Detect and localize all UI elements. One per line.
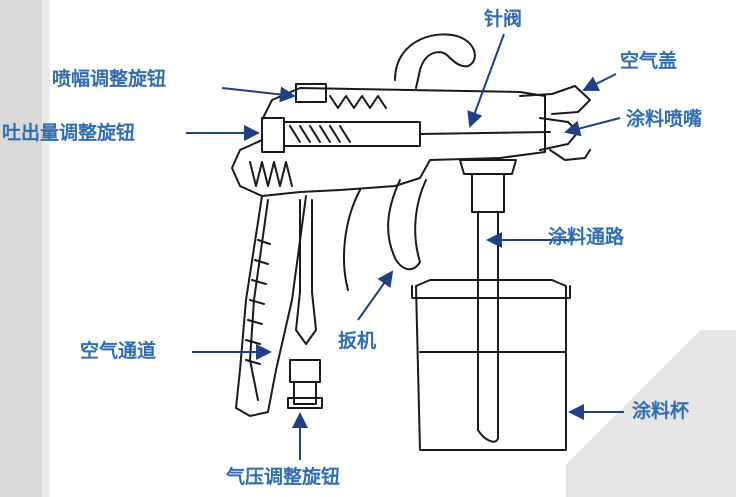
label-output-knob: 吐出量调整旋钮 xyxy=(2,122,136,144)
air-cap xyxy=(519,85,591,115)
left-background-edge xyxy=(42,0,50,497)
label-trigger: 扳机 xyxy=(338,330,377,352)
trigger-shape xyxy=(387,179,427,271)
arrow-spray-width xyxy=(221,86,296,103)
output-knob xyxy=(261,117,285,153)
label-needle-valve: 针阀 xyxy=(484,8,523,30)
arrow-needle-valve xyxy=(467,33,505,128)
label-paint-channel: 涂料通路 xyxy=(548,226,625,248)
paint-cup-shape xyxy=(415,279,567,451)
label-paint-nozzle: 涂料喷嘴 xyxy=(626,108,703,130)
label-air-channel: 空气通道 xyxy=(80,340,157,362)
gun-hook xyxy=(394,33,476,89)
left-background-band xyxy=(0,0,42,497)
pressure-knob xyxy=(289,359,321,383)
corner-background-shade xyxy=(566,330,736,497)
arrow-paint-nozzle xyxy=(564,117,621,137)
arrow-trigger xyxy=(357,270,394,321)
label-pressure-knob: 气压调整旋钮 xyxy=(226,466,341,488)
label-paint-cup: 涂料杯 xyxy=(632,400,690,422)
spray-width-knob xyxy=(295,83,327,103)
label-spray-width-knob: 喷幅调整旋钮 xyxy=(52,68,167,90)
arrow-air-cap xyxy=(582,73,617,91)
label-air-cap: 空气盖 xyxy=(620,50,678,72)
handle xyxy=(235,195,307,417)
